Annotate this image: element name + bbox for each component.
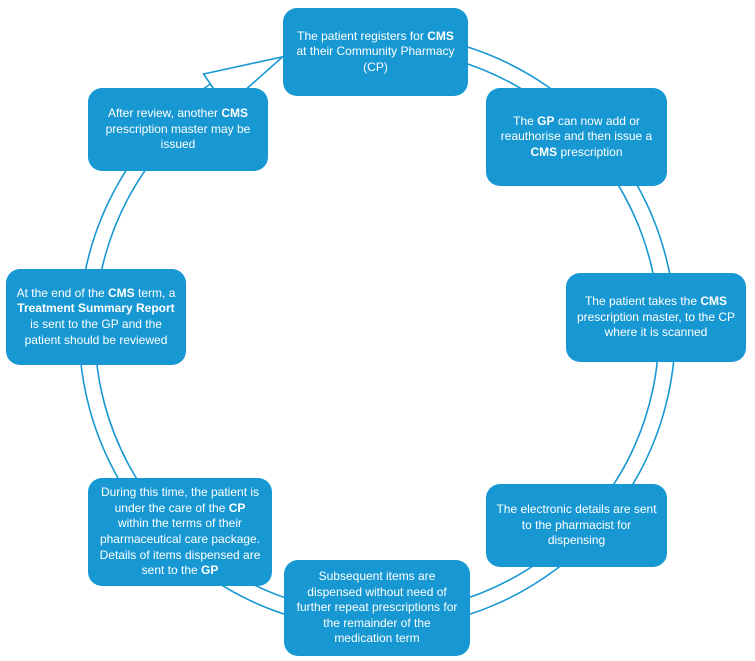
step-text-segment: term, a [134, 285, 176, 300]
step-text-segment: CMS [427, 28, 454, 43]
step-text-segment: CMS [221, 106, 249, 121]
step-subsequent-items-dispensed: Subsequent items are dispensed without n… [284, 560, 470, 656]
step-text-segment: GP [201, 563, 219, 578]
step-text-segment: The electronic details are sent to the p… [496, 502, 657, 548]
step-patient-registers: The patient registers for CMS at their C… [283, 8, 468, 96]
step-text: Subsequent items are dispensed without n… [294, 569, 460, 647]
step-text-segment: CMS [108, 285, 135, 300]
step-text-segment: The patient takes the [584, 294, 701, 309]
step-treatment-summary-report: At the end of the CMS term, a Treatment … [6, 269, 186, 365]
step-text-segment: At the end of the [16, 285, 109, 300]
step-text: After review, another CMS prescription m… [98, 106, 258, 153]
step-text-segment: GP [537, 113, 555, 128]
step-patient-under-cp-care: During this time, the patient is under t… [88, 478, 272, 586]
step-text: The GP can now add or reauthorise and th… [496, 114, 657, 161]
step-text-segment: is sent to the GP and the patient should… [24, 317, 168, 347]
step-text: The electronic details are sent to the p… [496, 502, 657, 549]
step-text-segment: CMS [700, 294, 728, 309]
step-text-segment: The patient registers for [297, 28, 428, 43]
cycle-ring [78, 32, 676, 630]
step-text-segment: CMS [530, 144, 558, 159]
step-text-segment: prescription master, to the CP where it … [576, 309, 736, 340]
step-text-segment: prescription [557, 144, 623, 159]
step-text: The patient takes the CMS prescription m… [576, 294, 736, 341]
step-another-master-issued: After review, another CMS prescription m… [88, 88, 268, 171]
step-text-segment: Subsequent items are dispensed without n… [296, 569, 458, 646]
step-electronic-details-sent: The electronic details are sent to the p… [486, 484, 667, 567]
step-text: The patient registers for CMS at their C… [293, 29, 458, 76]
step-gp-issues-prescription: The GP can now add or reauthorise and th… [486, 88, 667, 186]
step-text-segment: After review, another [107, 106, 222, 121]
step-text-segment: can now add or reauthorise and then issu… [500, 113, 653, 144]
step-text-segment: prescription master may be issued [105, 121, 251, 152]
step-text-segment: at their Community Pharmacy (CP) [296, 44, 455, 74]
step-patient-takes-master: The patient takes the CMS prescription m… [566, 273, 746, 362]
step-text: At the end of the CMS term, a Treatment … [16, 286, 176, 348]
step-text-segment: Treatment Summary Report [17, 301, 175, 316]
step-text-segment: CP [228, 500, 246, 515]
step-text: During this time, the patient is under t… [98, 485, 262, 579]
step-text-segment: During this time, the patient is under t… [100, 485, 260, 515]
step-text-segment: within the terms of their pharmaceutical… [99, 516, 261, 578]
step-text-segment: The [513, 113, 538, 128]
